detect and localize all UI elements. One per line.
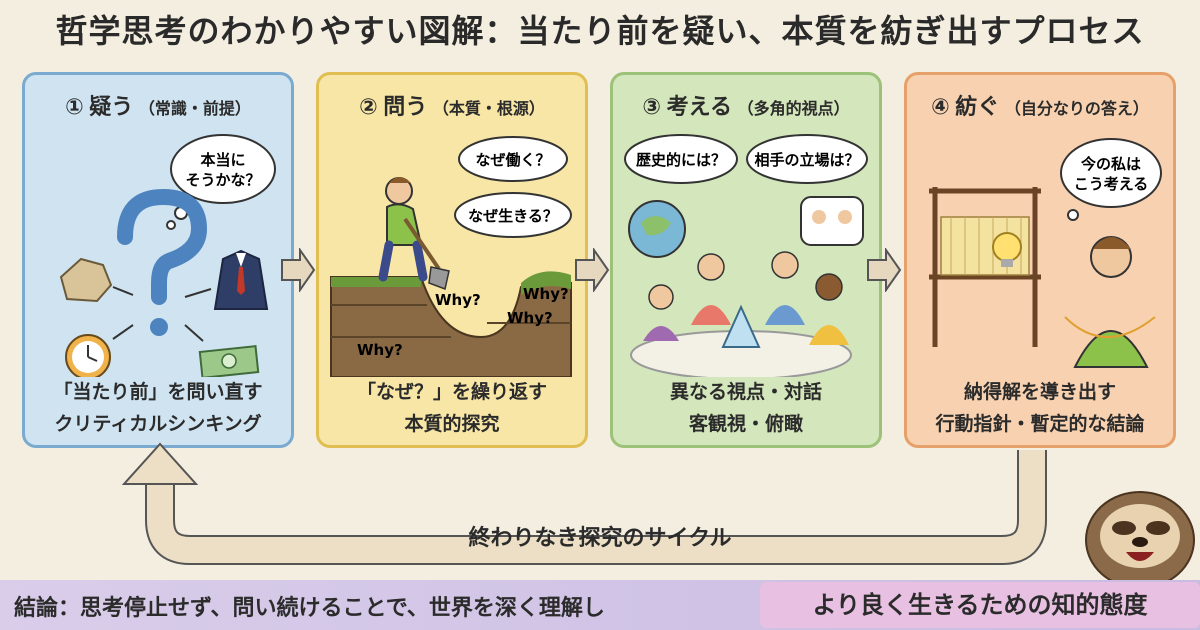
step-heading: ③ 考える （多角的視点） bbox=[613, 89, 879, 121]
doubt-illustration: 本当に そうかな？ bbox=[59, 134, 276, 377]
group-discussion-icon bbox=[643, 251, 849, 345]
question-mark-icon bbox=[117, 188, 208, 305]
digging-illustration: なぜ働く？ なぜ生きる？ Why? Why? Why? Why? bbox=[330, 136, 572, 377]
page-title: 哲学思考のわかりやすい図解：当たり前を疑い、本質を紡ぎ出すプロセス bbox=[55, 12, 1145, 50]
bubble-text-line1: 今の私は bbox=[1080, 155, 1141, 173]
loom-icon bbox=[929, 187, 1041, 347]
bubble-text-line2: そうかな？ bbox=[185, 171, 260, 189]
step-name: 紡ぐ bbox=[955, 95, 1000, 120]
step-caption-line2: 行動指針・暫定的な結論 bbox=[935, 413, 1145, 435]
conclusion-bar: 結論：思考停止せず、問い続けることで、世界を深く理解し より良く生きるための知的… bbox=[0, 580, 1200, 630]
bubble-text-line2: こう考える bbox=[1074, 175, 1149, 193]
step-caption-line1: 「なぜ？」を繰り返す bbox=[356, 381, 547, 403]
step-subtitle: （自分なりの答え） bbox=[1004, 99, 1149, 118]
why-label: Why? bbox=[523, 285, 569, 303]
digging-person-icon bbox=[378, 177, 450, 291]
suit-icon bbox=[213, 249, 269, 310]
alarm-clock-icon bbox=[65, 334, 111, 377]
step-heading: ① 疑う （常識・前提） bbox=[25, 89, 291, 121]
weaving-illustration: 今の私は こう考える bbox=[929, 138, 1162, 368]
step-number: ④ bbox=[931, 95, 950, 120]
step-panel-question: ② 問う （本質・根源） なぜ働く？ なぜ生きる？ Why? Why? Why?… bbox=[316, 72, 588, 448]
step-panel-weave: ④ 紡ぐ （自分なりの答え） 今の私は こう考える bbox=[904, 72, 1176, 448]
money-icon bbox=[198, 345, 260, 377]
step-caption-line1: 異なる視点・対話 bbox=[669, 381, 822, 403]
why-label: Why? bbox=[507, 309, 553, 327]
step-caption-line2: クリティカルシンキング bbox=[54, 413, 262, 435]
conclusion-tag: より良く生きるための知的態度 bbox=[760, 582, 1200, 628]
thinking-person-icon bbox=[1064, 236, 1156, 368]
why-label: Why? bbox=[435, 291, 481, 309]
bubble-text: なぜ生きる？ bbox=[468, 207, 558, 225]
step-heading: ② 問う （本質・根源） bbox=[319, 89, 585, 121]
step-panel-think: ③ 考える （多角的視点） 歴史的には？ 相手の立場は？ 異なる視点・対話 客観… bbox=[610, 72, 882, 448]
step-subtitle: （多角的視点） bbox=[737, 99, 850, 118]
dialogue-illustration: 歴史的には？ 相手の立場は？ bbox=[624, 134, 868, 377]
step-caption-line1: 納得解を導き出す bbox=[963, 381, 1116, 403]
step-number: ② bbox=[359, 95, 378, 120]
light-bulb-icon bbox=[992, 232, 1022, 267]
step-subtitle: （本質・根源） bbox=[432, 99, 545, 118]
step-number: ① bbox=[65, 95, 84, 120]
bubble-text-line1: 本当に bbox=[200, 151, 245, 169]
step-name: 疑う bbox=[89, 95, 134, 120]
bubble-text: なぜ働く？ bbox=[475, 151, 550, 169]
step-heading: ④ 紡ぐ （自分なりの答え） bbox=[907, 89, 1173, 121]
conclusion-text: 結論：思考停止せず、問い続けることで、世界を深く理解し bbox=[14, 596, 605, 621]
sloth-mascot-icon bbox=[1085, 491, 1195, 580]
step-caption-line2: 本質的探究 bbox=[404, 413, 500, 435]
step-caption-line1: 「当たり前」を問い直す bbox=[53, 381, 263, 403]
step-name: 問う bbox=[383, 95, 428, 120]
flow-arrow-icon bbox=[281, 248, 316, 292]
step-caption-line2: 客観視・俯瞰 bbox=[688, 413, 803, 435]
why-label: Why? bbox=[357, 341, 403, 359]
step-number: ③ bbox=[642, 95, 662, 120]
rock-icon bbox=[59, 257, 113, 303]
step-panel-doubt: ① 疑う （常識・前提） 本当に そうかな？ bbox=[22, 72, 294, 448]
flow-arrow-icon bbox=[867, 248, 902, 292]
bubble-text: 相手の立場は？ bbox=[754, 151, 859, 169]
step-name: 考える bbox=[666, 95, 732, 120]
cycle-label: 終わりなき探究のサイクル bbox=[468, 526, 732, 551]
people-bubble-icon bbox=[800, 196, 864, 246]
prism-icon bbox=[721, 304, 761, 348]
flow-arrow-icon bbox=[575, 248, 610, 292]
step-subtitle: （常識・前提） bbox=[138, 99, 251, 118]
bubble-text: 歴史的には？ bbox=[636, 151, 726, 169]
